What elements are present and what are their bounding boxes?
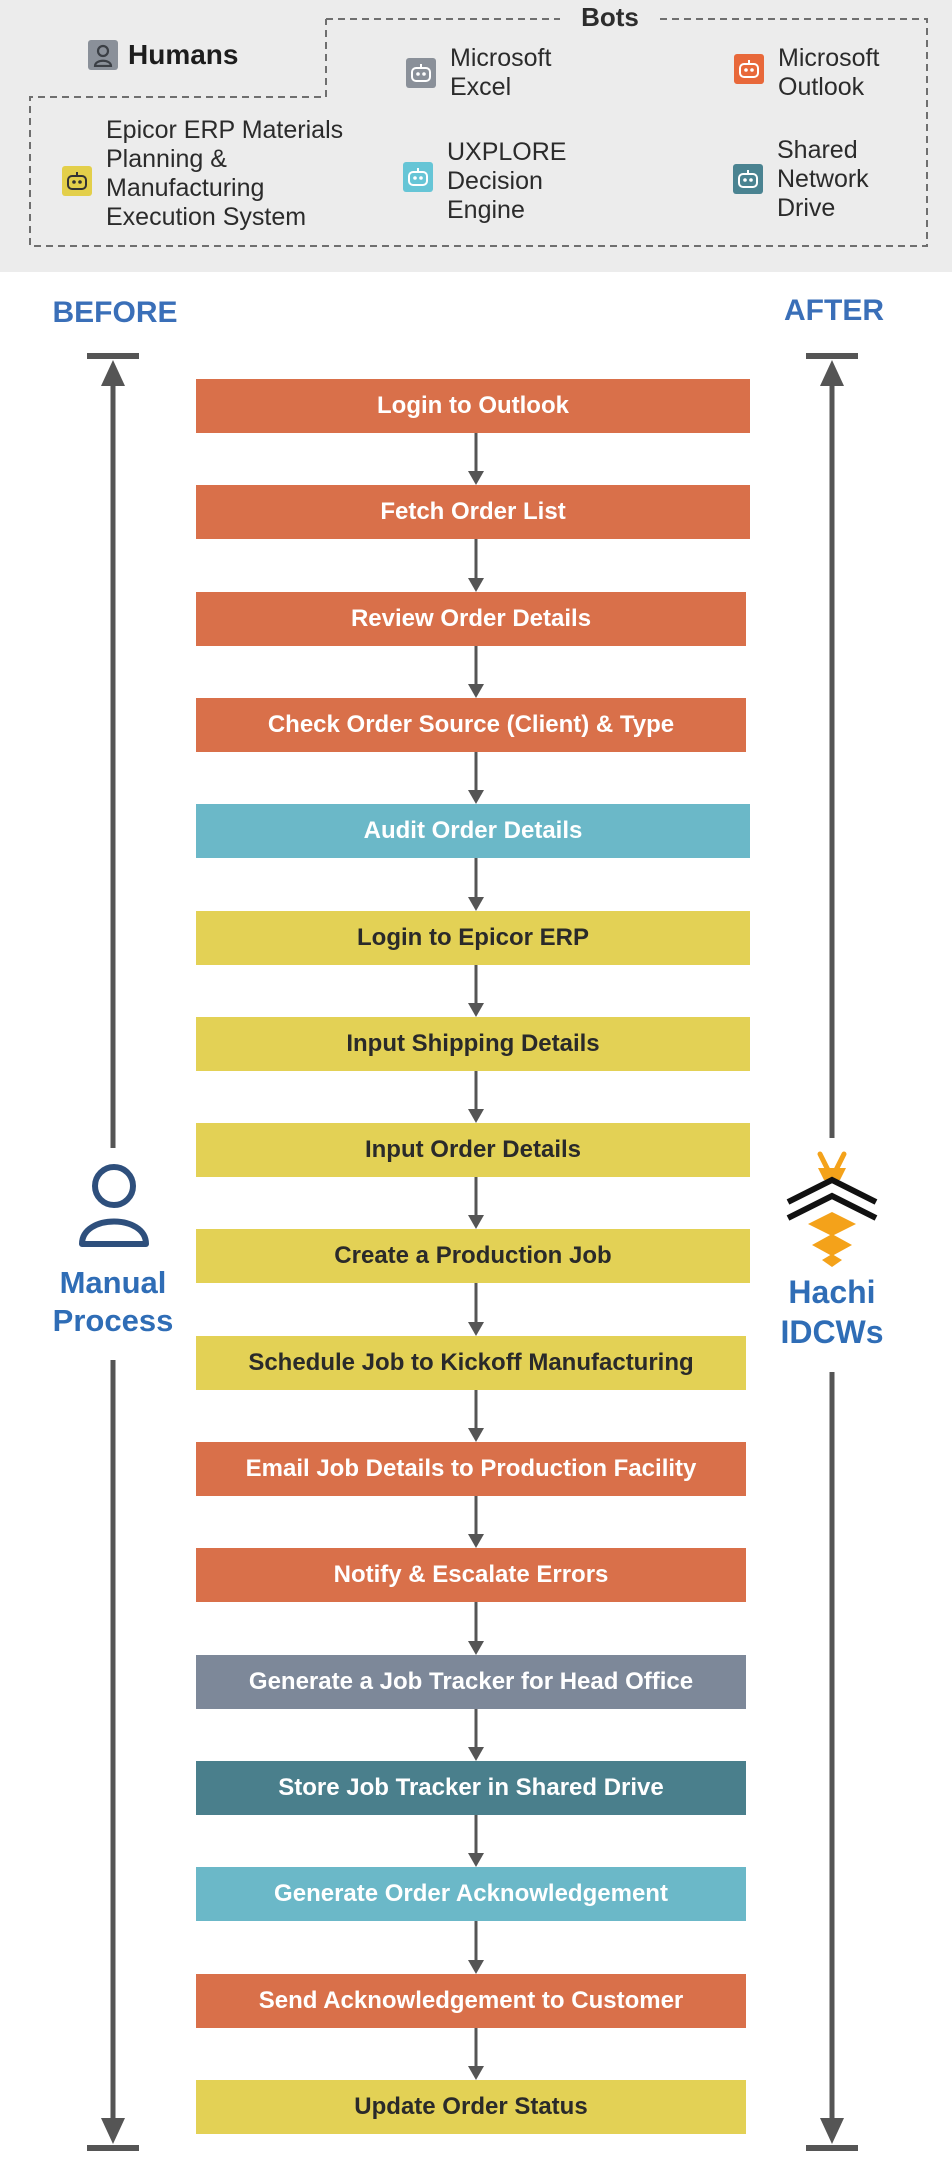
process-step: Store Job Tracker in Shared Drive	[196, 1761, 746, 1815]
process-step: Login to Outlook	[196, 379, 750, 433]
hachi-caption-line1: Hachi	[788, 1274, 876, 1310]
legend-uxplore: UXPLORE Decision Engine	[403, 138, 603, 225]
connector-arrowhead	[468, 1641, 484, 1655]
robot-icon	[734, 54, 764, 84]
manual-caption-line1: Manual	[59, 1265, 167, 1300]
process-step: Send Acknowledgement to Customer	[196, 1974, 746, 2028]
connector-arrowhead	[468, 1215, 484, 1229]
process-step: Input Order Details	[196, 1123, 750, 1177]
hachi-caption-line2: IDCWs	[780, 1314, 884, 1350]
connector-arrowhead	[468, 578, 484, 592]
legend-drive: Shared Network Drive	[733, 136, 933, 223]
process-step: Audit Order Details	[196, 804, 750, 858]
legend-drive-label: Shared Network Drive	[777, 136, 869, 222]
process-step: Login to Epicor ERP	[196, 911, 750, 965]
connector-arrowhead	[468, 1428, 484, 1442]
process-step: Check Order Source (Client) & Type	[196, 698, 746, 752]
legend-humans: Humans	[88, 40, 238, 70]
connector-arrowhead	[468, 790, 484, 804]
manual-caption-line2: Process	[52, 1303, 174, 1338]
after-title: AFTER	[784, 294, 884, 327]
process-step: Generate Order Acknowledgement	[196, 1867, 746, 1921]
legend-epicor: Epicor ERP Materials Planning & Manufact…	[62, 116, 362, 232]
connector-arrowhead	[468, 471, 484, 485]
process-step: Input Shipping Details	[196, 1017, 750, 1071]
person-icon	[88, 40, 118, 70]
legend-outlook-label: Microsoft Outlook	[778, 44, 880, 101]
process-step: Review Order Details	[196, 592, 746, 646]
legend-excel-label: Microsoft Excel	[450, 44, 552, 101]
process-step: Fetch Order List	[196, 485, 750, 539]
bots-group-border	[29, 18, 928, 247]
robot-icon	[403, 162, 433, 192]
connector-arrowhead	[468, 1109, 484, 1123]
legend-humans-label: Humans	[128, 39, 239, 70]
process-step: Create a Production Job	[196, 1229, 750, 1283]
manual-process-caption: Manual Process	[13, 1264, 213, 1340]
legend-epicor-label: Epicor ERP Materials Planning & Manufact…	[106, 116, 344, 231]
hachi-bee-icon	[786, 1151, 878, 1267]
legend-outlook: Microsoft Outlook	[734, 44, 934, 102]
process-step: Schedule Job to Kickoff Manufacturing	[196, 1336, 746, 1390]
before-timeline	[87, 353, 139, 2151]
connector-arrowhead	[468, 1747, 484, 1761]
connector-arrowhead	[468, 1322, 484, 1336]
person-icon	[79, 1164, 149, 1247]
robot-icon	[62, 166, 92, 196]
legend-uxplore-label: UXPLORE Decision Engine	[447, 138, 567, 224]
before-title: BEFORE	[52, 296, 178, 329]
bots-group-title: Bots	[560, 2, 660, 33]
connector-arrowhead	[468, 1853, 484, 1867]
connector-arrowhead	[468, 1534, 484, 1548]
connector-arrowhead	[468, 684, 484, 698]
hachi-caption: Hachi IDCWs	[732, 1272, 932, 1352]
process-step: Email Job Details to Production Facility	[196, 1442, 746, 1496]
connector-arrowhead	[468, 2066, 484, 2080]
process-step: Generate a Job Tracker for Head Office	[196, 1655, 746, 1709]
connector-arrowhead	[468, 1960, 484, 1974]
connector-arrowhead	[468, 1003, 484, 1017]
legend-excel: Microsoft Excel	[406, 44, 606, 102]
robot-icon	[733, 164, 763, 194]
connector-arrowhead	[468, 897, 484, 911]
after-timeline	[806, 353, 858, 2151]
process-step: Update Order Status	[196, 2080, 746, 2134]
legend-panel	[0, 0, 952, 272]
process-step: Notify & Escalate Errors	[196, 1548, 746, 1602]
step-connectors	[468, 433, 484, 2080]
robot-icon	[406, 58, 436, 88]
